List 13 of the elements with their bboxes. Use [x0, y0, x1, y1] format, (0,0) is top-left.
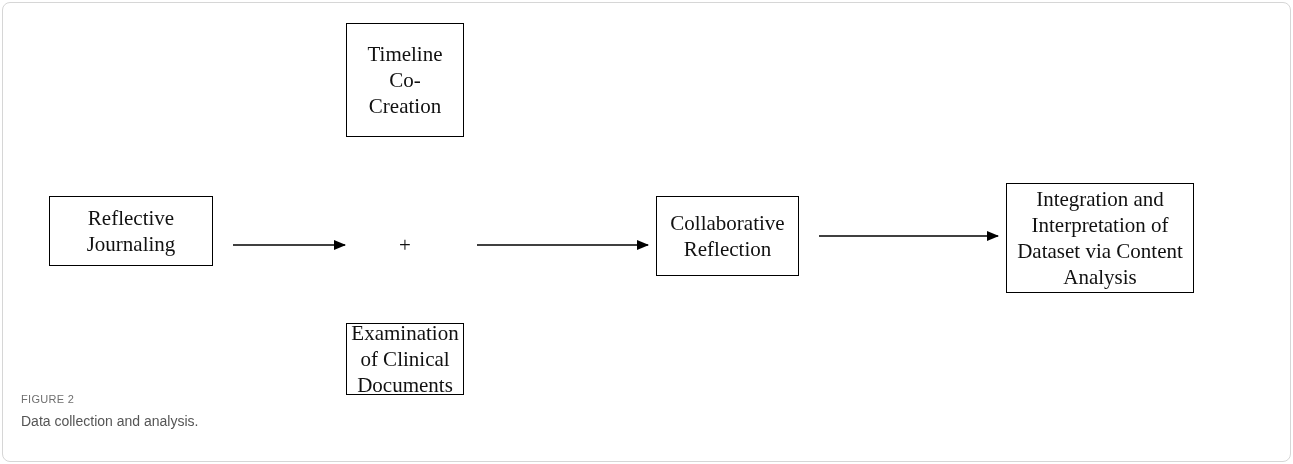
process-box [656, 196, 799, 276]
figure-number: FIGURE 2 [21, 393, 75, 405]
box-label: Collaborative Reflection [669, 209, 786, 263]
box-label: Integration and Interpretation of Dataset via Content Analysis [1017, 185, 1183, 291]
arrow [818, 231, 999, 241]
box-label: Reflective Journaling [85, 204, 177, 258]
box-label: Timeline Co-Creation [366, 40, 444, 120]
arrow [232, 240, 346, 250]
arrow [476, 240, 649, 250]
process-box [346, 23, 464, 137]
process-box [49, 196, 213, 266]
figure-caption: Data collection and analysis. [21, 413, 199, 429]
box-label: Examination of Clinical Documents [351, 319, 459, 399]
